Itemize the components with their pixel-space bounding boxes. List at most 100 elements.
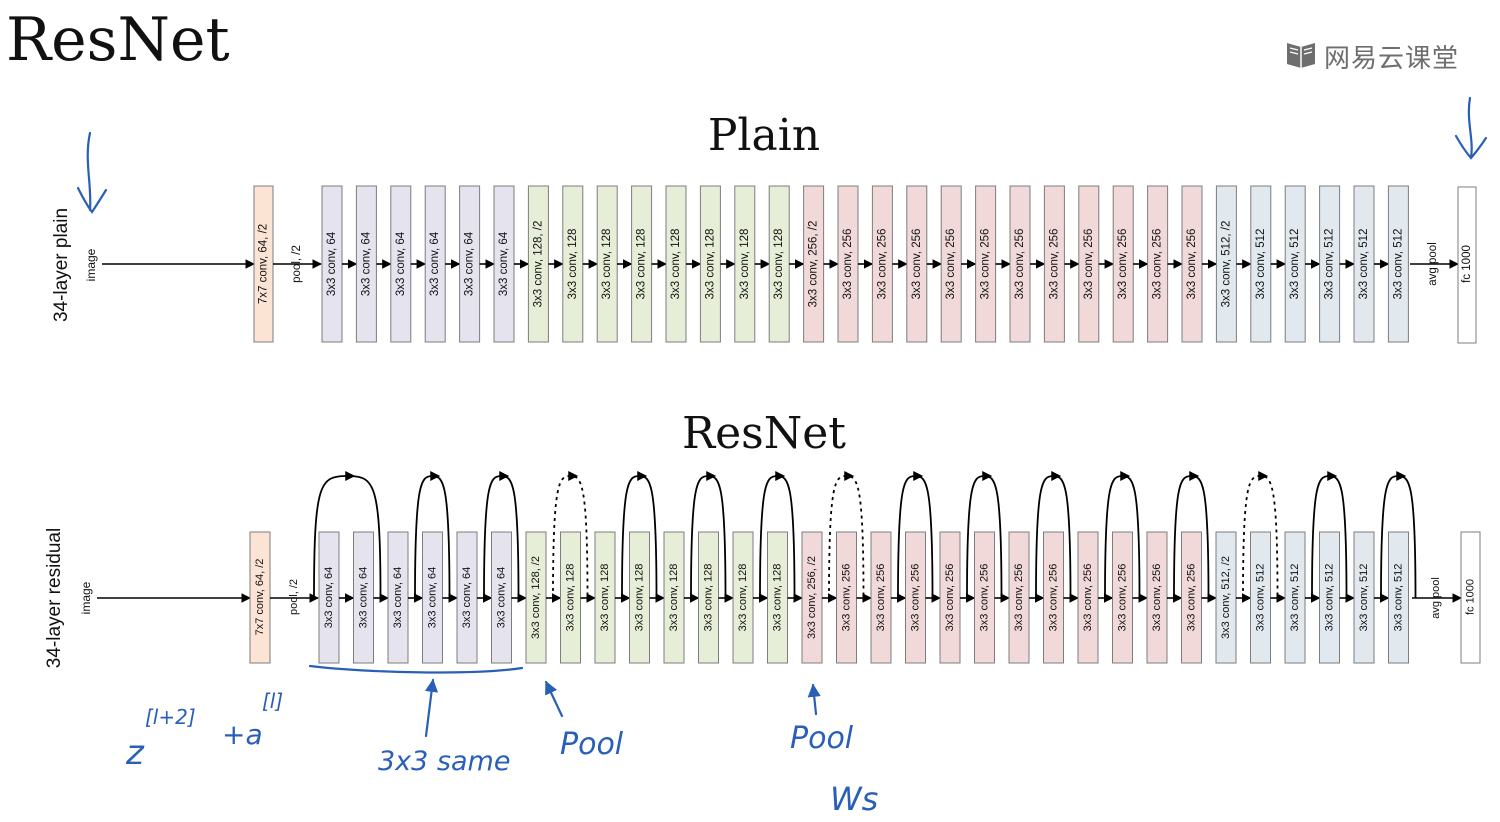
resnet-conv-layer: 3x3 conv, 128 [732, 531, 754, 664]
plain-conv-layer: 3x3 conv, 256 [837, 185, 859, 343]
resnet-conv-layer-label: 3x3 conv, 256 [1151, 564, 1163, 632]
plain-avgpool-label: avg pool [1427, 242, 1439, 285]
plain-conv-layer-label: 3x3 conv, 512 [1358, 229, 1370, 300]
plain-conv-layer-label: 3x3 conv, 128 [739, 229, 751, 300]
plain-conv-layer-label: 3x3 conv, 128 [601, 229, 613, 300]
resnet-conv-layer: 3x3 conv, 512 [1388, 531, 1409, 664]
resnet-input-label: image [79, 581, 93, 614]
plain-conv-layer: 3x3 conv, 512 [1353, 185, 1375, 343]
annotation-formula-sup1: [l+2] [145, 705, 196, 729]
plain-pool-label: pool, /2 [291, 245, 303, 283]
plain-conv-layer-label: 3x3 conv, 128, /2 [532, 221, 544, 308]
annotation-formula-sup2: [l] [262, 689, 283, 713]
plain-conv-layer-label: 3x3 conv, 512 [1289, 229, 1301, 300]
plain-conv-layer: 3x3 conv, 256 [871, 185, 893, 343]
plain-conv-layer-label: 3x3 conv, 512 [1324, 229, 1336, 300]
resnet-fc-label: fc 1000 [1465, 579, 1477, 615]
plain-conv-layer: 3x3 conv, 512 [1284, 185, 1306, 343]
plain-conv-layer: 3x3 conv, 64 [424, 185, 446, 343]
resnet-conv-layer: 3x3 conv, 128 [767, 531, 788, 664]
resnet-conv-layer-label: 3x3 conv, 512 [1255, 564, 1267, 632]
plain-conv-layer-label: 3x3 conv, 512 [1392, 229, 1404, 300]
plain-conv-layer-label: 3x3 conv, 512, /2 [1220, 221, 1232, 308]
annotation-arrow-right-top [1454, 96, 1488, 160]
plain-conv-layer-label: 3x3 conv, 256 [842, 229, 854, 300]
plain-conv-layer-label: 3x3 conv, 256 [1117, 229, 1129, 300]
resnet-conv-layer-label: 3x3 conv, 256 [1117, 564, 1129, 632]
resnet-conv-layer: 3x3 conv, 128 [629, 531, 650, 664]
skip-arrowhead [1396, 471, 1407, 481]
resnet-stem-label: 7x7 conv, 64, /2 [254, 559, 266, 636]
resnet-conv-layer-label: 3x3 conv, 64 [461, 567, 473, 629]
skip-arrowhead [1120, 471, 1131, 481]
resnet-conv-layer: 3x3 conv, 128, /2 [525, 531, 547, 664]
plain-conv-layers: 3x3 conv, 64 3x3 conv, 64 3x3 conv, 64 3x3 … [321, 185, 1409, 343]
plain-conv-layer: 3x3 conv, 256 [940, 185, 962, 343]
resnet-conv-layer-label: 3x3 conv, 256 [979, 564, 991, 632]
resnet-conv-layer-label: 3x3 conv, 128 [703, 564, 715, 632]
annotation-formula-plus: +a [222, 718, 263, 751]
plain-stem-label: 7x7 conv, 64, /2 [258, 224, 270, 304]
resnet-conv-layer: 3x3 conv, 256 [1008, 531, 1030, 664]
plain-conv-layer: 3x3 conv, 64 [459, 185, 481, 343]
plain-conv-layer: 3x3 conv, 512 [1319, 185, 1341, 343]
skip-arrowhead [568, 471, 579, 481]
skip-arrowhead [706, 471, 717, 481]
resnet-conv-layer-label: 3x3 conv, 256 [875, 564, 887, 632]
resnet-avgpool-label: avg pool [1430, 577, 1442, 619]
plain-conv-layer: 3x3 conv, 512 [1387, 185, 1409, 343]
plain-conv-layer: 3x3 conv, 128, /2 [527, 185, 549, 343]
resnet-conv-layer: 3x3 conv, 512 [1353, 531, 1375, 664]
plain-conv-layer: 3x3 conv, 256 [1181, 185, 1203, 343]
plain-conv-layer-label: 3x3 conv, 128 [636, 229, 648, 300]
plain-conv-layer: 3x3 conv, 256 [1043, 185, 1065, 343]
resnet-conv-layer: 3x3 conv, 64 [387, 531, 409, 664]
resnet-conv-layer: 3x3 conv, 256, /2 [801, 531, 823, 664]
skip-arrowhead [1051, 471, 1062, 481]
resnet-conv-layer: 3x3 conv, 256 [1146, 531, 1168, 664]
plain-conv-layer-label: 3x3 conv, 256, /2 [808, 221, 820, 308]
resnet-skip-connections [313, 471, 1417, 599]
annotation-same: 3x3 same [378, 746, 510, 777]
plain-conv-layer-label: 3x3 conv, 256 [1014, 229, 1026, 300]
plain-conv-layer: 3x3 conv, 256 [1009, 185, 1031, 343]
resnet-conv-layer-label: 3x3 conv, 64 [323, 567, 335, 629]
plain-conv-layer: 3x3 conv, 256 [1147, 185, 1169, 343]
plain-conv-layer-label: 3x3 conv, 64 [429, 231, 441, 296]
plain-conv-layer-label: 3x3 conv, 128 [670, 229, 682, 300]
plain-fc: fc 1000 [1457, 186, 1477, 344]
plain-conv-layer-label: 3x3 conv, 256 [911, 229, 923, 300]
plain-input-label: image [84, 248, 98, 281]
annotation-arrow-same [424, 678, 439, 738]
annotation-pool2: Pool [790, 721, 854, 756]
plain-network: Plain 34-layer plain image 7x7 conv, 64,… [51, 110, 1477, 344]
plain-fc-label: fc 1000 [1461, 245, 1473, 283]
resnet-conv-layer: 3x3 conv, 64 [422, 531, 443, 664]
book-icon [1284, 39, 1318, 74]
annotation-text: z [l+2] +a [l] 3x3 same Pool Pool Ws [125, 689, 878, 818]
resnet-network: ResNet 34-layer residual image 7x7 conv,… [44, 408, 1481, 668]
resnet-conv-layer: 3x3 conv, 512 [1319, 531, 1340, 664]
skip-arrowhead [982, 471, 993, 481]
skip-arrowhead [1327, 471, 1338, 481]
resnet-conv-layer-label: 3x3 conv, 64 [427, 567, 439, 629]
resnet-conv-layer-label: 3x3 conv, 256 [1186, 564, 1198, 632]
plain-conv-layer-label: 3x3 conv, 64 [498, 231, 510, 296]
plain-conv-layer-label: 3x3 conv, 64 [395, 231, 407, 296]
watermark-text: 网易云课堂 [1324, 43, 1460, 74]
skip-arrowhead [913, 471, 924, 481]
resnet-conv-layer: 3x3 conv, 64 [456, 531, 478, 664]
handwritten-annotations [76, 96, 1488, 738]
resnet-conv-layer-label: 3x3 conv, 64 [392, 567, 404, 629]
resnet-conv-layer: 3x3 conv, 128 [594, 531, 616, 664]
plain-conv-layer: 3x3 conv, 256 [1112, 185, 1134, 343]
resnet-conv-layer: 3x3 conv, 512 [1284, 531, 1306, 664]
plain-stem: 7x7 conv, 64, /2 [253, 185, 274, 343]
resnet-conv-layer: 3x3 conv, 64 [353, 531, 374, 664]
resnet-conv-layer-label: 3x3 conv, 128 [737, 564, 749, 632]
resnet-conv-layer: 3x3 conv, 512, /2 [1215, 531, 1237, 664]
resnet-conv-layer-label: 3x3 conv, 64 [358, 567, 370, 629]
resnet-conv-layer: 3x3 conv, 128 [560, 531, 581, 664]
resnet-conv-layer-label: 3x3 conv, 256, /2 [806, 556, 818, 639]
